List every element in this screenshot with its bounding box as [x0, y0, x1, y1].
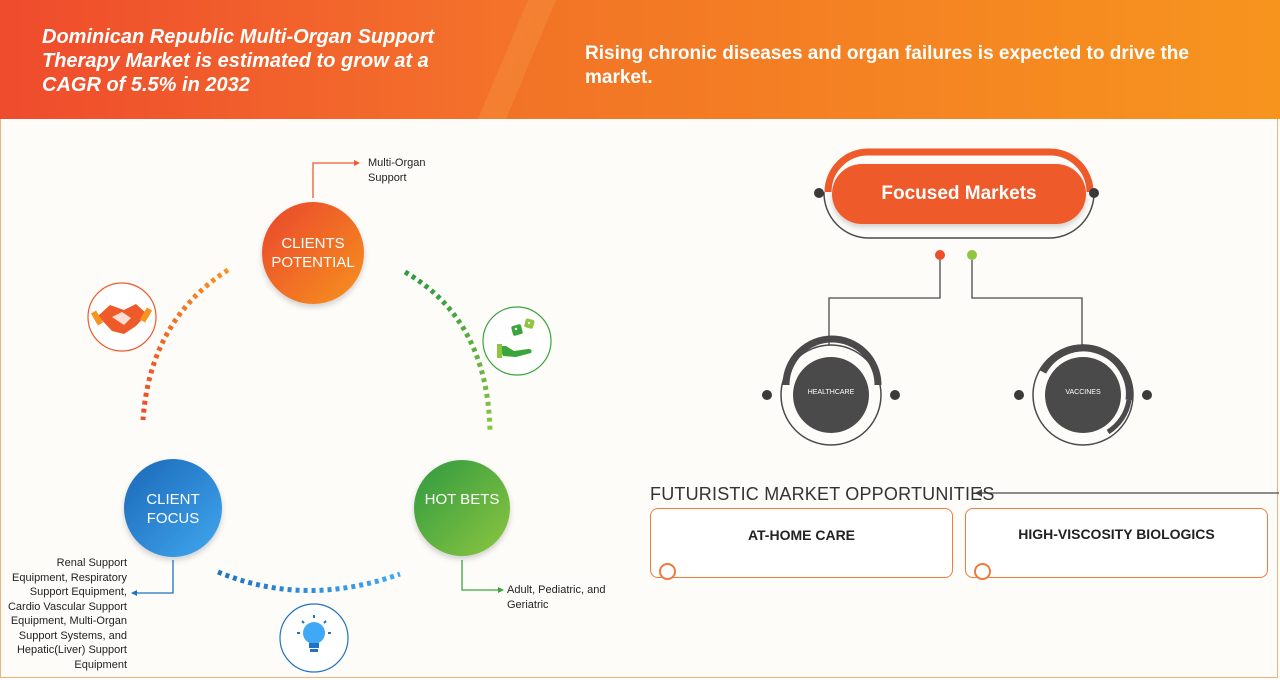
connector-arrowhead [498, 587, 504, 593]
handshake-icon [87, 282, 157, 352]
hot-bets-circle [414, 460, 510, 556]
cycle-arc-blue [217, 569, 401, 593]
clients-potential-label: CLIENTS POTENTIAL [271, 235, 355, 271]
cycle-arc-green [403, 269, 493, 433]
hot-bets-label: HOT BETS [424, 491, 500, 508]
opportunity-card: HIGH-VISCOSITY BIOLOGICS [965, 508, 1268, 580]
client-focus-circle [124, 459, 222, 557]
client-focus-label: CLIENT FOCUS [146, 491, 200, 527]
content-frame [0, 119, 1278, 678]
header-market-driver: Rising chronic diseases and organ failur… [585, 43, 1189, 88]
connector-arrowhead [354, 160, 360, 166]
header-banner: Dominican Republic Multi-Organ Support T… [0, 0, 1280, 119]
connector-client-focus [137, 560, 174, 594]
hot-bets-note: Adult, Pediatric, and Geriatric [507, 584, 606, 611]
connector-arrowhead [131, 590, 137, 596]
opportunities-title: FUTURISTIC MARKET OPPORTUNITIES [650, 484, 995, 504]
vaccines-label: VACCINES [1065, 389, 1101, 396]
connector-hot-bets [461, 560, 498, 591]
focused-markets-title: Focused Markets [881, 183, 1037, 204]
healthcare-label: HEALTHCARE [807, 389, 855, 396]
banner-background [0, 0, 1280, 119]
opportunities-arrowhead [975, 489, 982, 497]
header-market-growth: Dominican Republic Multi-Organ Support T… [42, 26, 435, 96]
hand-dice-icon [482, 306, 552, 376]
vaccines-circle [1014, 344, 1152, 446]
opportunity-card: AT-HOME CARE [650, 508, 953, 580]
opportunity-label: HIGH-VISCOSITY BIOLOGICS [1018, 526, 1215, 542]
opportunity-bullet [974, 563, 991, 580]
connector-clients-potential [312, 162, 354, 198]
lightbulb-icon [279, 603, 349, 673]
clients-potential-circle [262, 202, 364, 304]
opportunity-label: AT-HOME CARE [747, 527, 856, 543]
healthcare-circle [762, 335, 900, 446]
focused-markets-graphic [814, 148, 1099, 345]
clients-potential-note: Multi-Organ Support [368, 157, 426, 184]
client-focus-note: Renal Support Equipment, Respiratory Sup… [7, 557, 127, 671]
opportunity-bullet [659, 563, 676, 580]
cycle-arc-orange [140, 267, 230, 421]
